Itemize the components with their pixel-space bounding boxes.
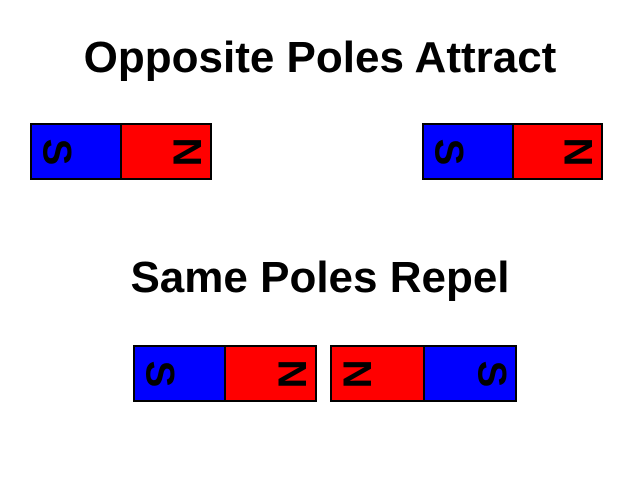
repel-section-title: Same Poles Repel: [130, 253, 510, 302]
north-pole-label-box: N: [163, 132, 208, 172]
attract-left-magnet: S N: [30, 123, 212, 180]
south-pole-half: S: [422, 347, 515, 400]
north-pole-half: N: [511, 125, 601, 178]
south-pole-half: S: [135, 347, 224, 400]
north-pole-label: N: [163, 137, 208, 166]
north-pole-label: N: [268, 359, 313, 388]
north-pole-label: N: [333, 359, 378, 388]
south-pole-half: S: [32, 125, 120, 178]
north-pole-label: N: [554, 137, 599, 166]
repel-left-magnet: S N: [133, 345, 317, 402]
attract-section-title: Opposite Poles Attract: [83, 33, 557, 82]
south-pole-label-box: S: [469, 354, 513, 394]
south-pole-label-box: S: [426, 132, 470, 172]
south-pole-label: S: [426, 138, 470, 165]
south-pole-label-box: S: [34, 132, 78, 172]
north-pole-half: N: [224, 347, 315, 400]
north-pole-half: N: [120, 125, 210, 178]
south-pole-label: S: [34, 138, 78, 165]
north-pole-half: N: [332, 347, 423, 400]
south-pole-label: S: [469, 360, 513, 387]
north-pole-label-box: N: [333, 354, 378, 394]
repel-right-magnet: N S: [330, 345, 517, 402]
attract-right-magnet: S N: [422, 123, 603, 180]
south-pole-label: S: [137, 360, 181, 387]
north-pole-label-box: N: [554, 132, 599, 172]
north-pole-label-box: N: [268, 354, 313, 394]
south-pole-label-box: S: [137, 354, 181, 394]
south-pole-half: S: [424, 125, 512, 178]
